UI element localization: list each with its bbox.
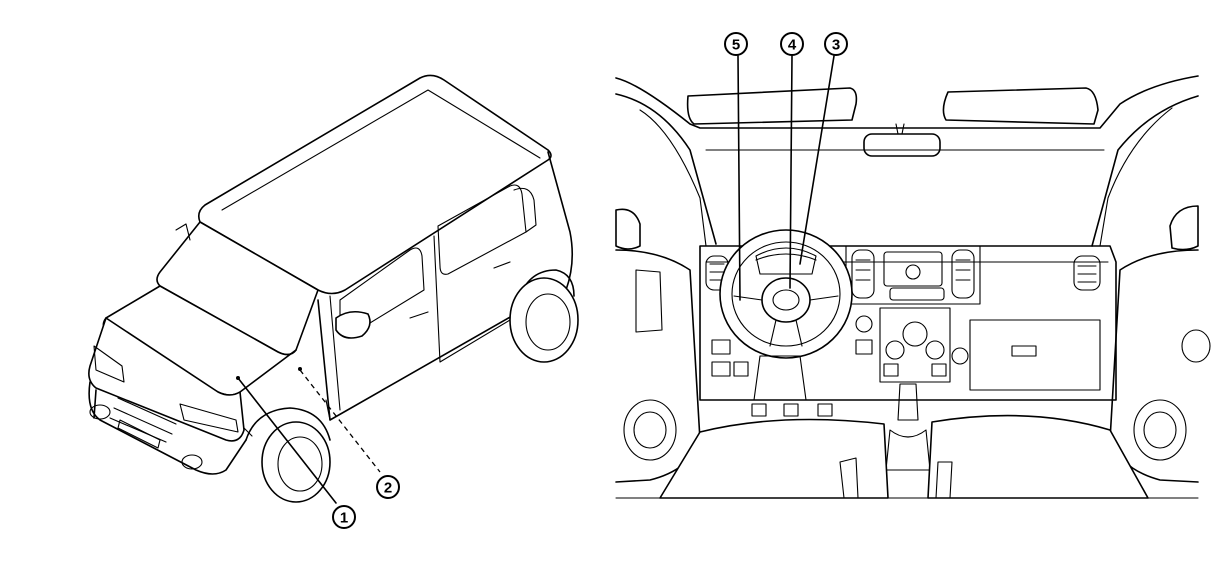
audio-unit (883, 251, 943, 287)
center-vent-right (951, 249, 975, 299)
roof-outline (198, 74, 552, 295)
callout-1: 1 (332, 505, 356, 529)
leader-line-1 (237, 377, 337, 504)
side-mirror (335, 310, 371, 339)
dashboard-top (699, 245, 1117, 401)
callout-5: 5 (724, 32, 748, 56)
front-fascia (88, 317, 245, 442)
callout-5-label: 5 (732, 37, 740, 54)
sun-visor-left (686, 87, 858, 125)
rearview-mirror (863, 133, 941, 157)
vehicle-interior-view (615, 75, 1211, 499)
callout-4: 4 (780, 32, 804, 56)
sun-visor-right (942, 87, 1099, 125)
leader-line-2 (299, 369, 381, 473)
callout-4-label: 4 (788, 37, 797, 54)
callout-2-label: 2 (384, 480, 392, 497)
leader-line-5 (737, 55, 741, 301)
front-wheel (245, 407, 331, 503)
seat-driver (659, 418, 889, 499)
roof-header (615, 75, 1199, 129)
gear-shift (897, 383, 919, 421)
headlamp-right (93, 345, 125, 383)
a-pillar-right (1091, 95, 1199, 247)
seat-passenger (927, 414, 1149, 499)
a-pillar-left (615, 93, 717, 245)
center-vent-left (851, 249, 875, 299)
callout-1-label: 1 (340, 510, 348, 527)
vent-right (1073, 255, 1101, 291)
instrument-meter (755, 247, 817, 275)
vehicle-exterior-view (88, 74, 579, 503)
callout-3-label: 3 (832, 37, 840, 54)
callout-2: 2 (376, 475, 400, 499)
steering-wheel (719, 229, 853, 359)
callout-3: 3 (824, 32, 848, 56)
leader-line-3 (799, 55, 835, 265)
door-panel-right (1109, 249, 1199, 483)
leader-line-4 (789, 55, 793, 289)
steering-hub (761, 277, 811, 323)
center-stack (845, 245, 981, 305)
glove-box (969, 319, 1101, 391)
headlamp-left (179, 403, 239, 433)
front-bumper (88, 381, 247, 475)
climate-panel (879, 307, 951, 383)
rear-wheel (509, 269, 579, 363)
